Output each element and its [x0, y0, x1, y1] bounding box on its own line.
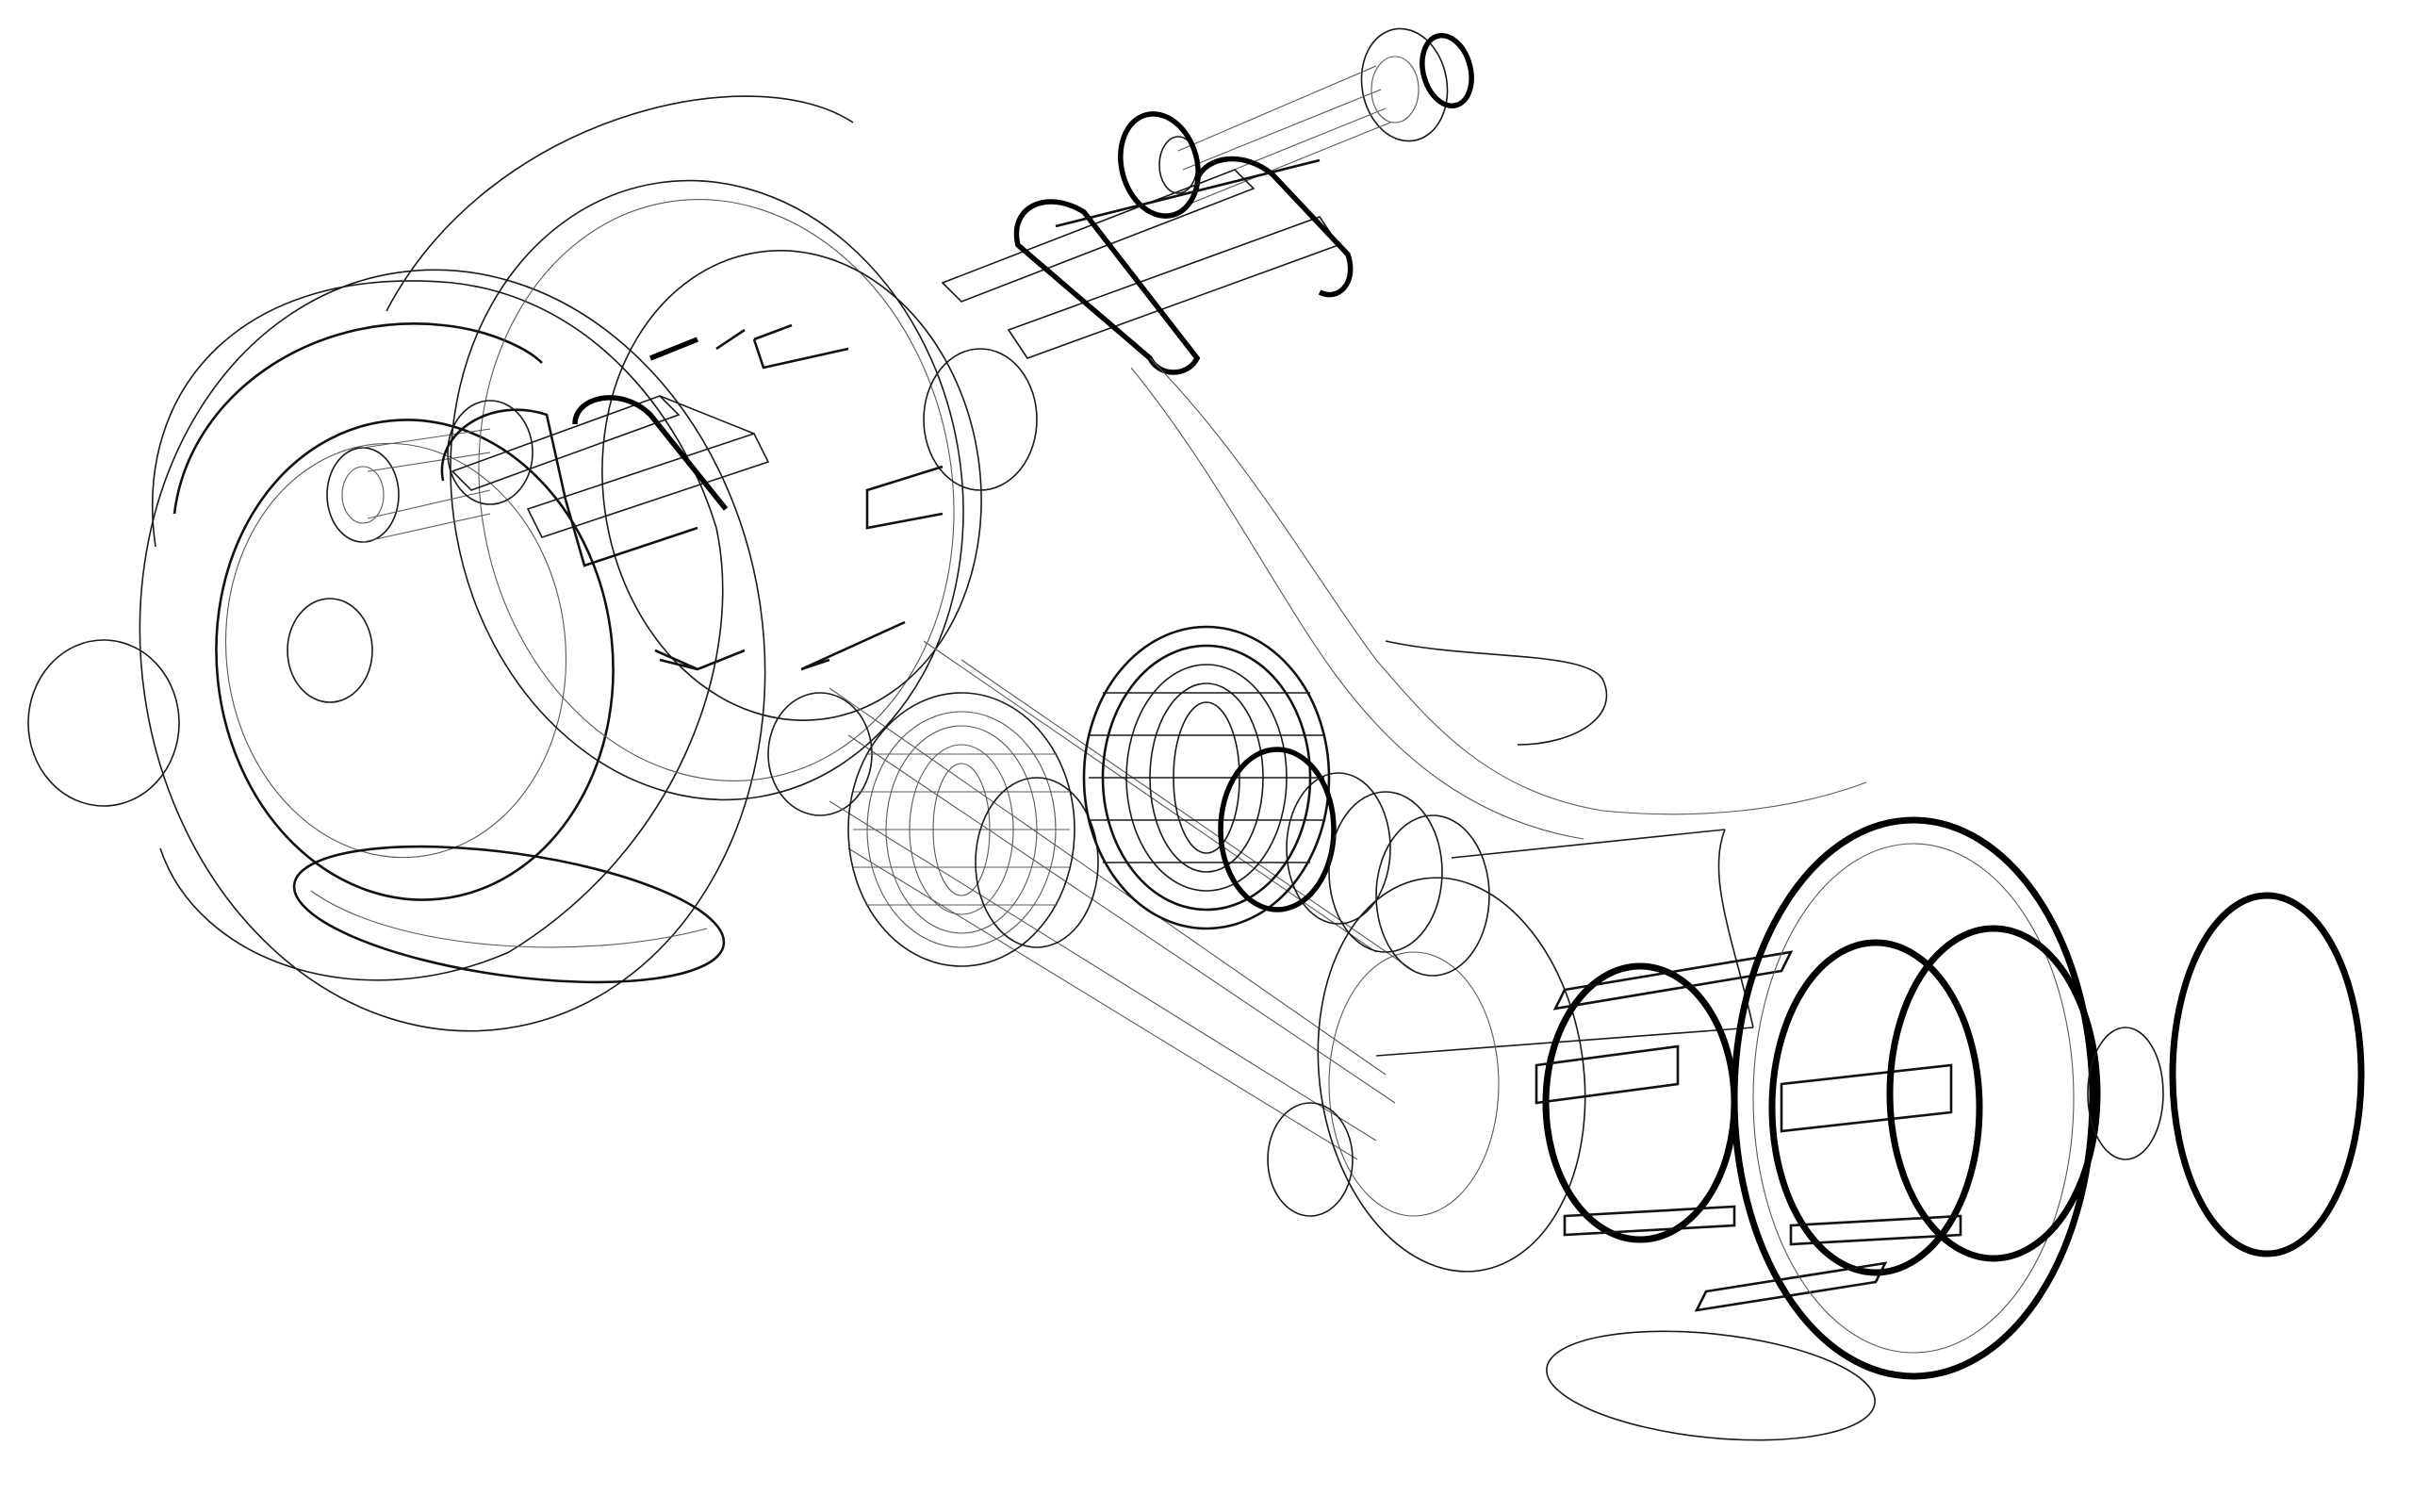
rear-connector-pins	[440, 395, 770, 567]
front-sleeve-with-clips	[1535, 939, 1983, 1312]
rear-cover-assembly	[27, 95, 854, 1032]
spherical-cage-coupling-right	[1082, 625, 1490, 977]
base-gasket	[1546, 1330, 1876, 1441]
contact-carrier-disc	[450, 179, 1038, 816]
front-retaining-ring	[1731, 816, 2164, 1380]
central-housing-body	[829, 357, 1867, 1273]
spherical-cage-coupling-left	[847, 692, 1099, 967]
top-shaft-with-ring	[1158, 27, 1474, 204]
top-connector-pins	[941, 111, 1354, 375]
rear-shaft	[326, 400, 533, 543]
front-o-ring	[2169, 892, 2365, 1257]
